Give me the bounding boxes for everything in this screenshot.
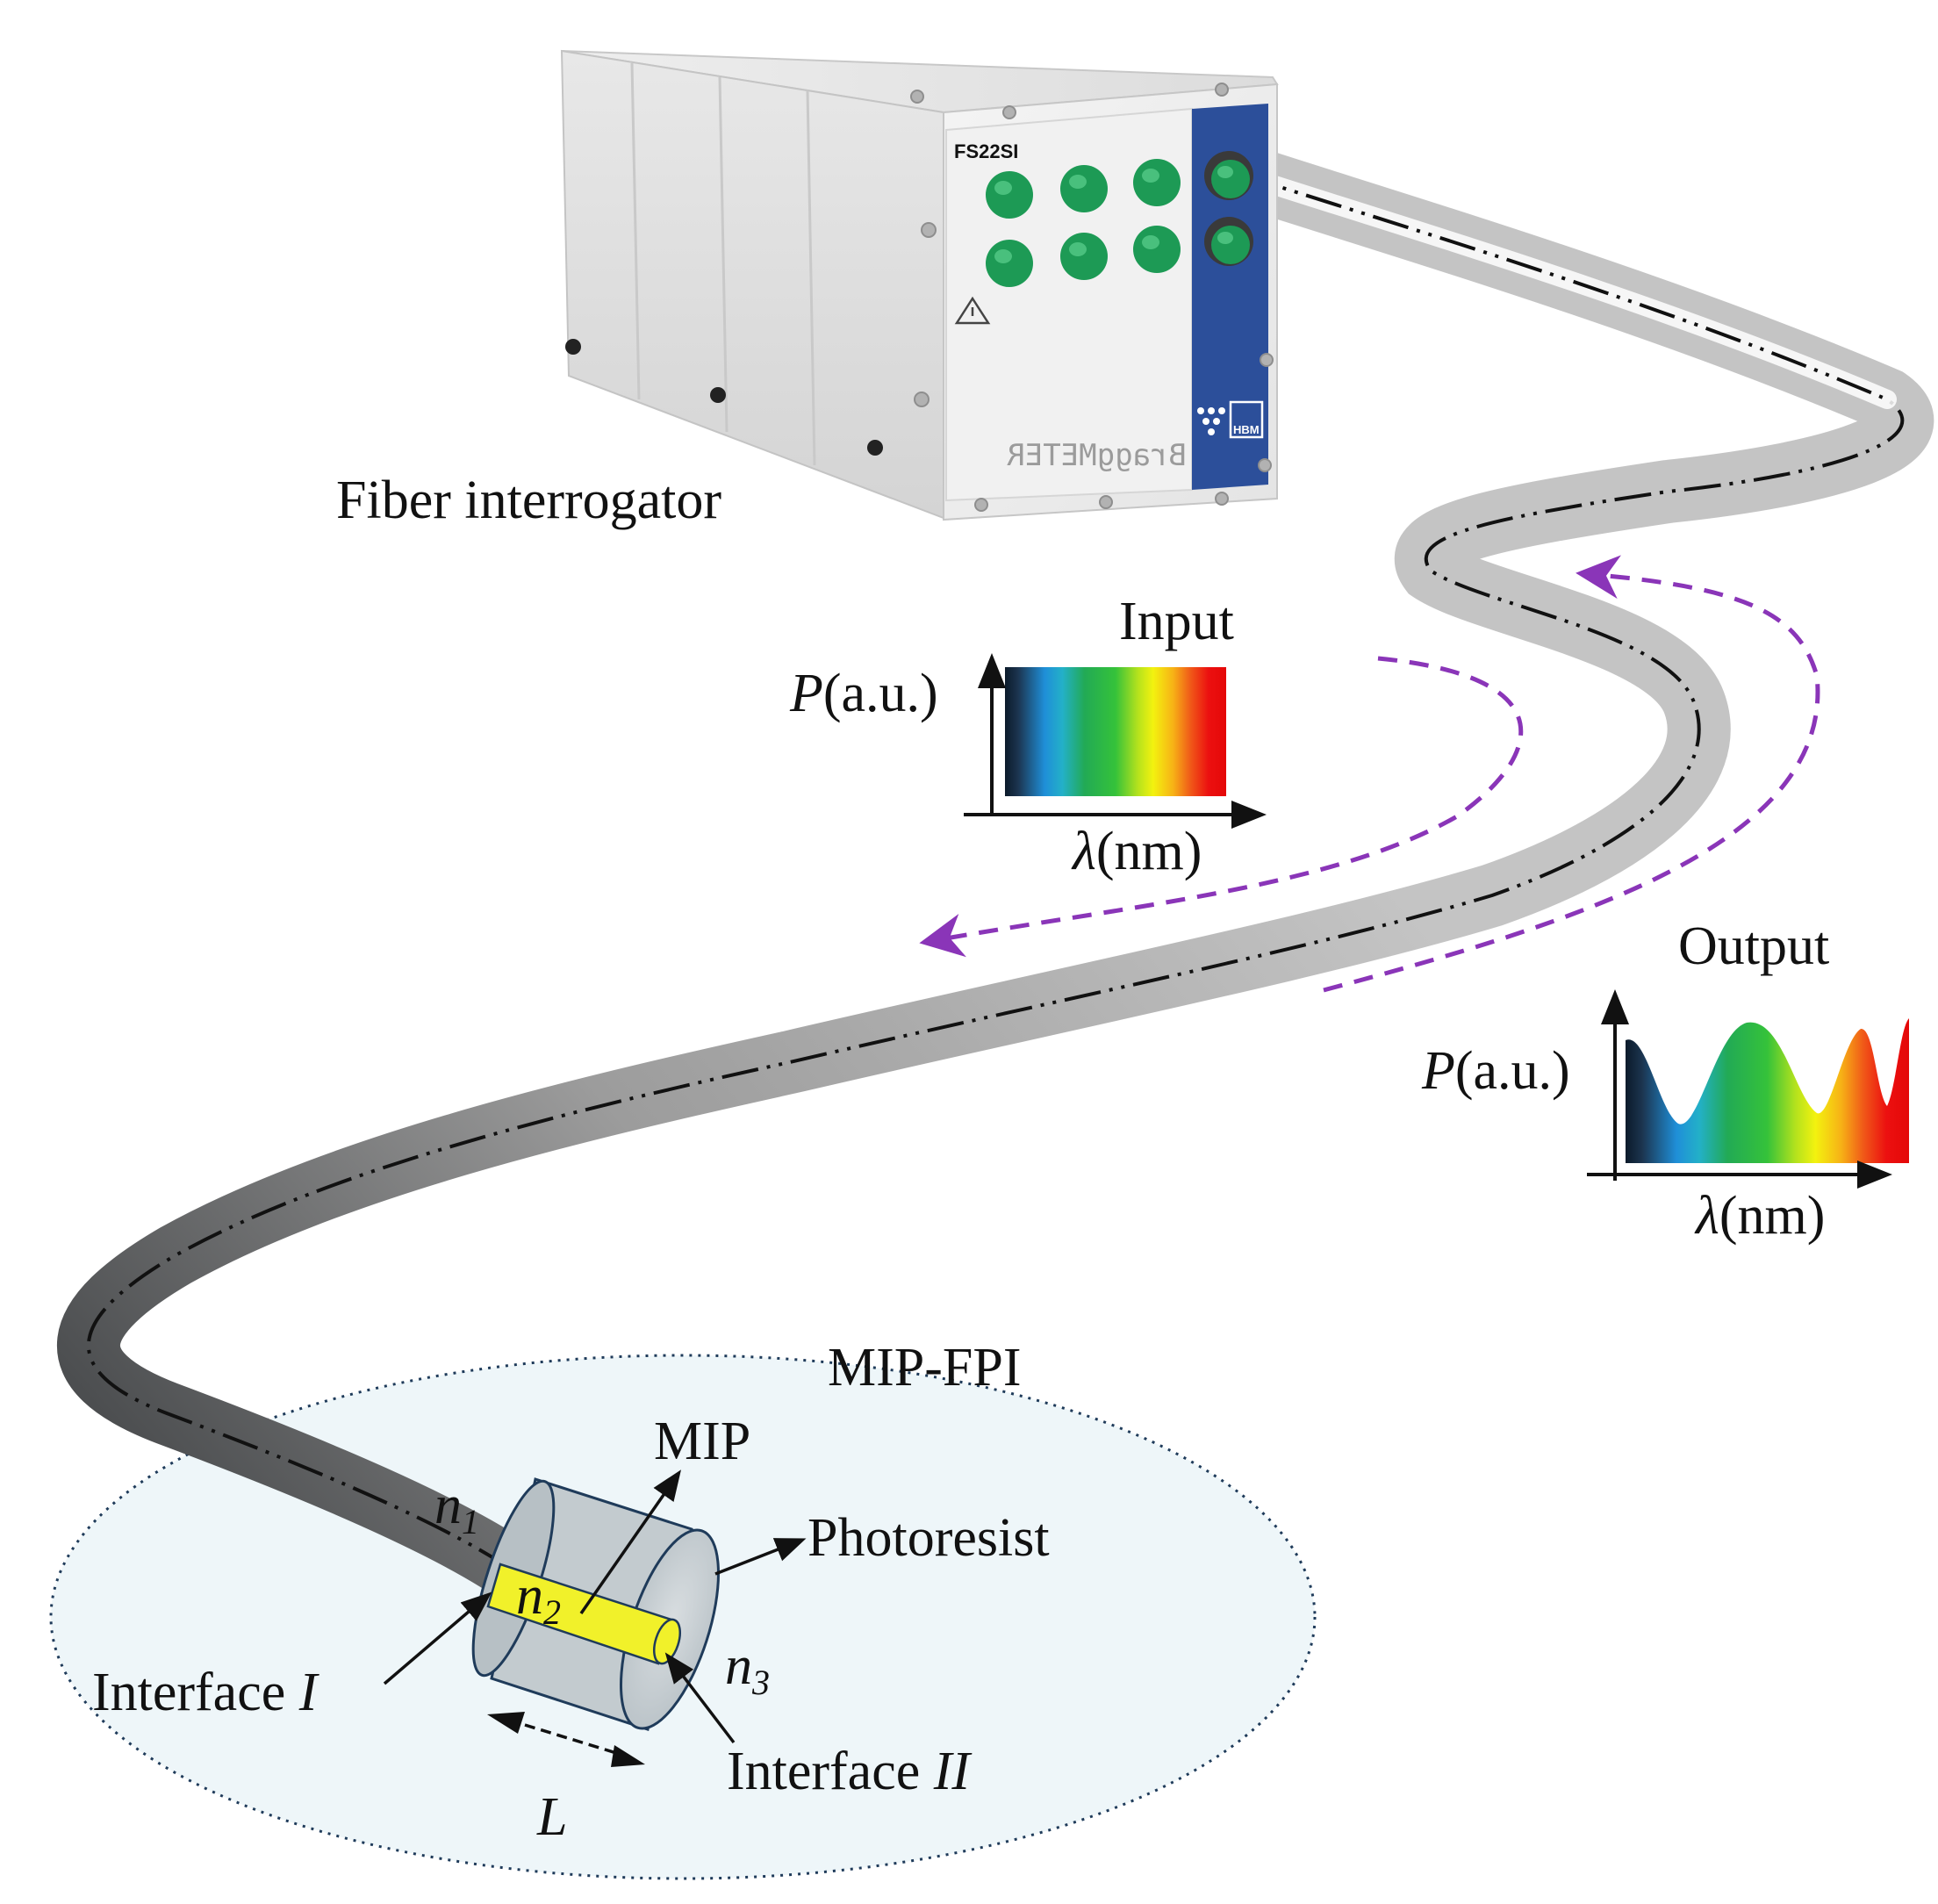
fiber-connector-icon[interactable] — [1204, 151, 1253, 200]
fiber-lead-core — [1238, 172, 1888, 401]
fiber-connector-icon[interactable] — [986, 171, 1033, 219]
fiber-connector-icon[interactable] — [1133, 226, 1181, 273]
device-connectors — [986, 151, 1253, 287]
photoresist-label: Photoresist — [808, 1508, 1050, 1568]
fiber-connector-icon[interactable] — [1060, 233, 1108, 280]
n2-label: n2 — [516, 1566, 561, 1632]
output-title: Output — [1678, 916, 1829, 976]
fiber-core-line — [86, 172, 1905, 1582]
input-y-label: P(a.u.) — [789, 664, 938, 723]
input-title: Input — [1119, 592, 1234, 651]
interface1-pointer — [383, 1591, 492, 1685]
fiber-connector-icon[interactable] — [986, 240, 1033, 287]
input-spectrum-plot: Input P(a.u.) λ(nm) — [789, 592, 1267, 881]
hbm-logo-text: HBM — [1233, 423, 1260, 436]
input-spectrum-fill — [1005, 667, 1226, 796]
fiber-connector-icon[interactable] — [1133, 159, 1181, 206]
n1-label: n1 — [434, 1476, 479, 1541]
input-flow-arrow — [919, 656, 1524, 958]
device-model-text: FS22SI — [954, 140, 1018, 162]
hbm-logo-icon: HBM — [1197, 400, 1264, 439]
device-blue-panel — [1192, 104, 1268, 490]
optical-fiber — [57, 142, 1934, 1612]
device-side-ridges — [630, 62, 816, 466]
fiber-interrogator-device: FS22SI — [560, 49, 1279, 521]
output-spectrum-plot: Output P(a.u.) λ(nm) — [1421, 916, 1909, 1246]
output-y-label: P(a.u.) — [1421, 1041, 1570, 1101]
output-spectrum-fill — [1626, 1018, 1909, 1163]
fiber-connector-icon[interactable] — [1060, 165, 1108, 212]
mip-fpi-sensor — [471, 1477, 721, 1731]
device-label: Fiber interrogator — [336, 471, 721, 530]
interface2-label: Interface II — [727, 1742, 973, 1801]
warning-icon — [954, 296, 991, 325]
device-side-holes — [565, 339, 883, 456]
output-flow-arrow — [1323, 555, 1820, 993]
interface1-label: Interface I — [92, 1663, 320, 1722]
output-x-label: λ(nm) — [1694, 1186, 1825, 1246]
device-brand-text: BraggMETER — [1007, 438, 1187, 473]
input-x-label: λ(nm) — [1071, 822, 1202, 881]
mip-label: MIP — [654, 1412, 750, 1471]
mip-pointer — [579, 1469, 681, 1614]
device-screws — [910, 83, 1274, 512]
length-label: L — [536, 1787, 567, 1847]
n3-label: n3 — [725, 1636, 770, 1702]
length-indicator — [487, 1712, 645, 1767]
fiber-connector-icon[interactable] — [1204, 217, 1253, 266]
sensor-title: MIP-FPI — [828, 1338, 1022, 1397]
fiber-lead-white — [1230, 164, 1897, 409]
interface2-pointer — [664, 1652, 736, 1744]
photoresist-pointer — [714, 1538, 807, 1576]
device-side-face — [560, 49, 944, 520]
